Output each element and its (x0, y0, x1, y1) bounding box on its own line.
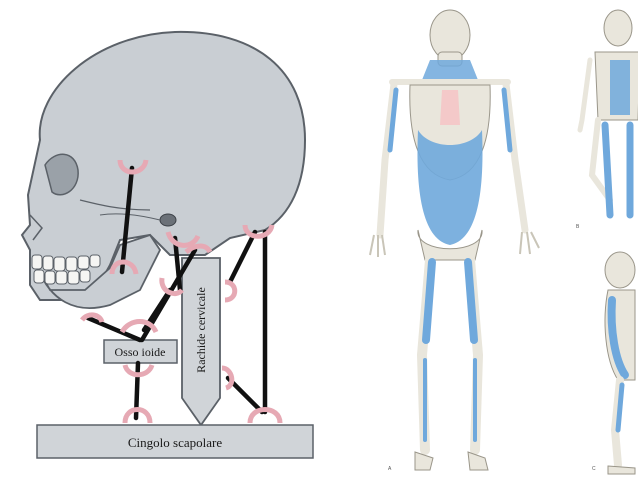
shoulder-girdle: Cingolo scapolare (37, 425, 313, 458)
neck-diagram-svg: Rachide cervicale Cingolo scapolare Osso… (0, 0, 330, 481)
side-view-figure: C (592, 252, 635, 474)
anatomy-plate-svg: A B C (330, 0, 638, 481)
label-hyoid: Osso ioide (115, 345, 166, 359)
back-view-figure: B (576, 10, 638, 230)
label-shoulder-girdle: Cingolo scapolare (128, 435, 222, 450)
hyoid-bone: Osso ioide (104, 340, 177, 363)
cervical-spine: Rachide cervicale (182, 258, 220, 425)
front-view-figure: A (370, 10, 539, 472)
anatomy-plate: A B C (330, 0, 638, 481)
label-cervical-spine: Rachide cervicale (194, 287, 208, 373)
neck-muscle-diagram: Rachide cervicale Cingolo scapolare Osso… (0, 0, 330, 481)
view-label-a: A (388, 466, 392, 472)
view-label-b: B (576, 224, 580, 230)
view-label-c: C (592, 466, 596, 472)
